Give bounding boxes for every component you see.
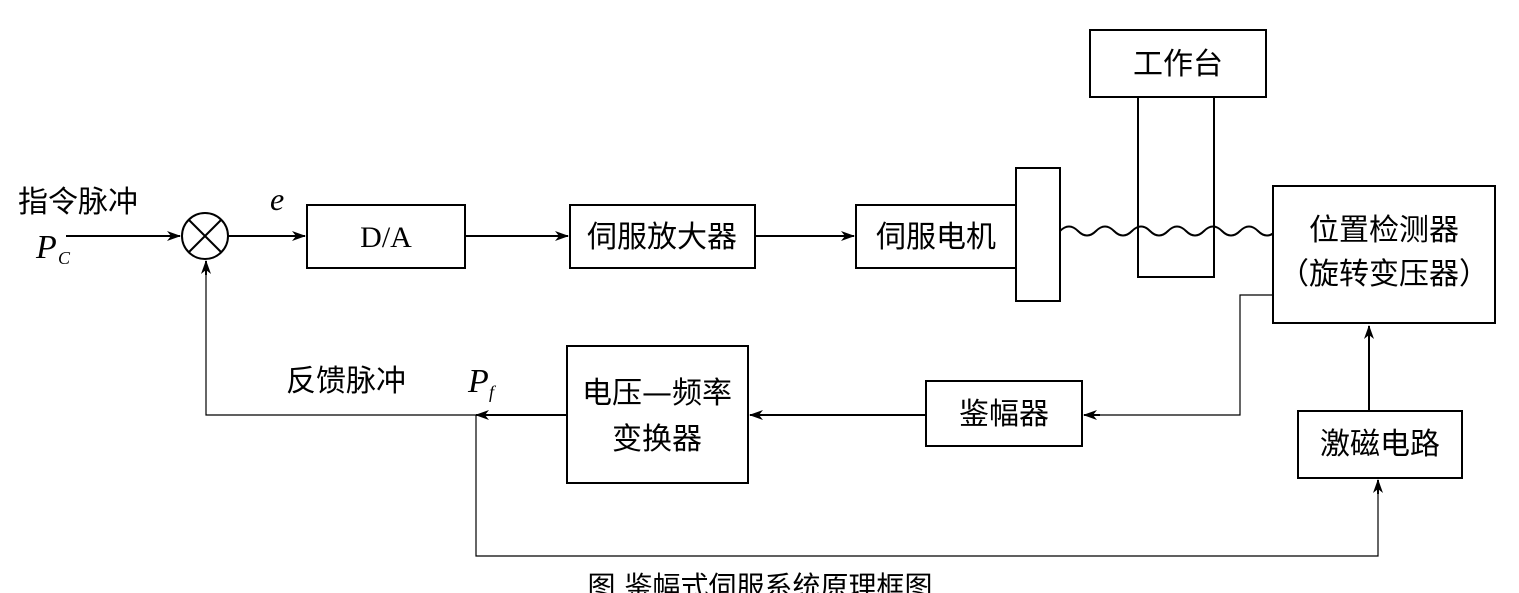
vf-converter-block: 电压—频率 变换器: [566, 345, 749, 484]
wire-detector-to-discriminator: [1095, 294, 1273, 416]
error-label: e: [270, 181, 284, 217]
worktable-label: 工作台: [1133, 47, 1223, 82]
amplitude-discriminator-block: 鉴幅器: [925, 380, 1083, 447]
pc-subscript: C: [58, 248, 71, 268]
vf-converter-label-2: 变换器: [612, 422, 702, 457]
vf-converter-label-1: 电压—频率: [582, 376, 732, 411]
worktable-slide: [1137, 96, 1215, 278]
figure-caption: 图 鉴幅式伺服系统原理框图: [588, 570, 933, 593]
pc-symbol: P: [35, 229, 57, 266]
wire-node-to-excitation: [475, 415, 1379, 557]
feedback-pulse-label: 反馈脉冲: [286, 364, 406, 399]
command-input: 指令脉冲 P C: [18, 185, 181, 268]
position-detector-label-2: （旋转变压器）: [1279, 257, 1489, 292]
command-pulse-label: 指令脉冲: [18, 185, 138, 220]
servo-motor-label: 伺服电机: [876, 220, 996, 255]
worktable-block: 工作台: [1089, 29, 1267, 278]
excitation-circuit-label: 激磁电路: [1320, 427, 1440, 462]
servo-motor-block: 伺服电机: [855, 167, 1061, 302]
wire-feedback-to-sum: [205, 262, 476, 416]
position-detector-label-1: 位置检测器: [1309, 213, 1459, 248]
amplitude-discriminator-label: 鉴幅器: [959, 397, 1049, 432]
da-block: D/A: [306, 204, 466, 269]
servo-amplifier-label: 伺服放大器: [587, 220, 737, 255]
excitation-circuit-block: 激磁电路: [1297, 410, 1463, 479]
motor-coupling: [1015, 167, 1061, 302]
da-label: D/A: [360, 221, 412, 254]
pf-symbol: P: [467, 363, 489, 400]
position-detector-block: 位置检测器 （旋转变压器）: [1272, 185, 1496, 324]
servo-amplifier-block: 伺服放大器: [569, 204, 756, 269]
summing-junction: [181, 212, 229, 260]
pf-subscript: f: [489, 382, 497, 402]
